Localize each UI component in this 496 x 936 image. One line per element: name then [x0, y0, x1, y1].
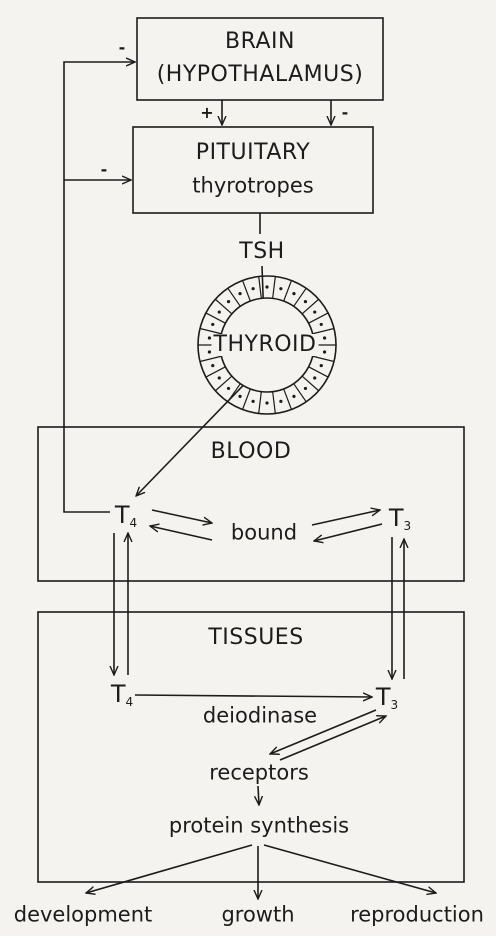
follicle-cell-wall [294, 288, 306, 306]
growth-label: growth [221, 905, 294, 926]
tissue-t3-label: T3 [376, 685, 398, 711]
follicle-cell-nucleus [238, 395, 241, 398]
follicle-cell-wall [259, 277, 262, 299]
follicle-cell-wall [243, 280, 251, 301]
follicle-cell-nucleus [218, 310, 221, 313]
follicle-cell-wall [309, 367, 328, 377]
follicle-cell-nucleus [304, 387, 307, 390]
follicle-cell-wall [200, 356, 221, 361]
follicle-cell-nucleus [265, 401, 268, 404]
follicle-cell-nucleus [292, 395, 295, 398]
follicle-cell-wall [313, 356, 334, 361]
follicle-cell-nucleus [320, 364, 323, 367]
follicle-cell-nucleus [252, 287, 255, 290]
reproduction-label: reproduction [350, 905, 484, 926]
brain-label: BRAIN [225, 31, 295, 53]
follicle-cell-nucleus [265, 285, 268, 288]
follicle-cell-nucleus [279, 400, 282, 403]
feedback-to-brain-arrow [64, 62, 135, 512]
tissue-t4-label: T4 [111, 682, 133, 708]
protein-synthesis-label: protein synthesis [169, 816, 349, 837]
follicle-cell-nucleus [292, 292, 295, 295]
development-label: development [14, 905, 153, 926]
follicle-cell-nucleus [227, 387, 230, 390]
bound-label: bound [231, 523, 297, 544]
follicle-cell-nucleus [279, 287, 282, 290]
follicle-cell-wall [273, 277, 276, 299]
follicle-cell-wall [284, 280, 292, 301]
brain-feedback-minus-sign: - [119, 40, 126, 56]
follicle-cell-nucleus [211, 323, 214, 326]
follicle-cell-wall [284, 389, 292, 410]
hypothalamus-label: (HYPOTHALAMUS) [157, 64, 364, 86]
t3-bound-arrow [314, 524, 382, 541]
blood-t3-label: T3 [389, 506, 411, 532]
follicle-cell-wall [259, 392, 262, 414]
follicle-cell-nucleus [238, 292, 241, 295]
t4-bound-arrow [152, 510, 212, 523]
development-arrow [86, 845, 252, 893]
follicle-cell-nucleus [227, 300, 230, 303]
follicle-cell-wall [243, 389, 251, 410]
bound-t4-arrow [150, 526, 212, 540]
follicle-cell-nucleus [323, 336, 326, 339]
receptors-label: receptors [209, 763, 309, 784]
receptors-protein-arrow [258, 786, 259, 805]
follicle-cell-nucleus [211, 364, 214, 367]
reproduction-arrow [264, 845, 436, 893]
follicle-cell-wall [228, 288, 240, 306]
follicle-cell-nucleus [313, 376, 316, 379]
follicle-cell-wall [206, 367, 225, 377]
blood-t4-label: T4 [115, 503, 137, 529]
thyroid-label: THYROID [212, 334, 319, 356]
follicle-cell-nucleus [323, 350, 326, 353]
thyrotropes-label: thyrotropes [192, 176, 313, 197]
pituitary-feedback-minus-sign: - [101, 162, 108, 178]
pituitary-label: PITUITARY [196, 142, 310, 164]
follicle-cell-nucleus [218, 376, 221, 379]
blood-title: BLOOD [211, 441, 292, 463]
deiodinase-arrow [135, 695, 372, 697]
inhibitory-minus-sign: - [342, 105, 349, 121]
follicle-cell-nucleus [304, 300, 307, 303]
follicle-cell-wall [309, 313, 328, 323]
tissues-box [38, 612, 464, 882]
tsh-label: TSH [239, 241, 284, 263]
stimulatory-plus-sign: + [200, 105, 213, 121]
follicle-cell-nucleus [320, 323, 323, 326]
follicle-cell-wall [228, 384, 240, 402]
deiodinase-label: deiodinase [203, 706, 317, 727]
bound-t3-arrow [312, 510, 380, 525]
follicle-cell-wall [294, 384, 306, 402]
follicle-cell-nucleus [313, 310, 316, 313]
follicle-cell-wall [206, 313, 225, 323]
follicle-cell-wall [273, 392, 276, 414]
tissues-title: TISSUES [208, 627, 303, 649]
follicle-cell-nucleus [252, 400, 255, 403]
